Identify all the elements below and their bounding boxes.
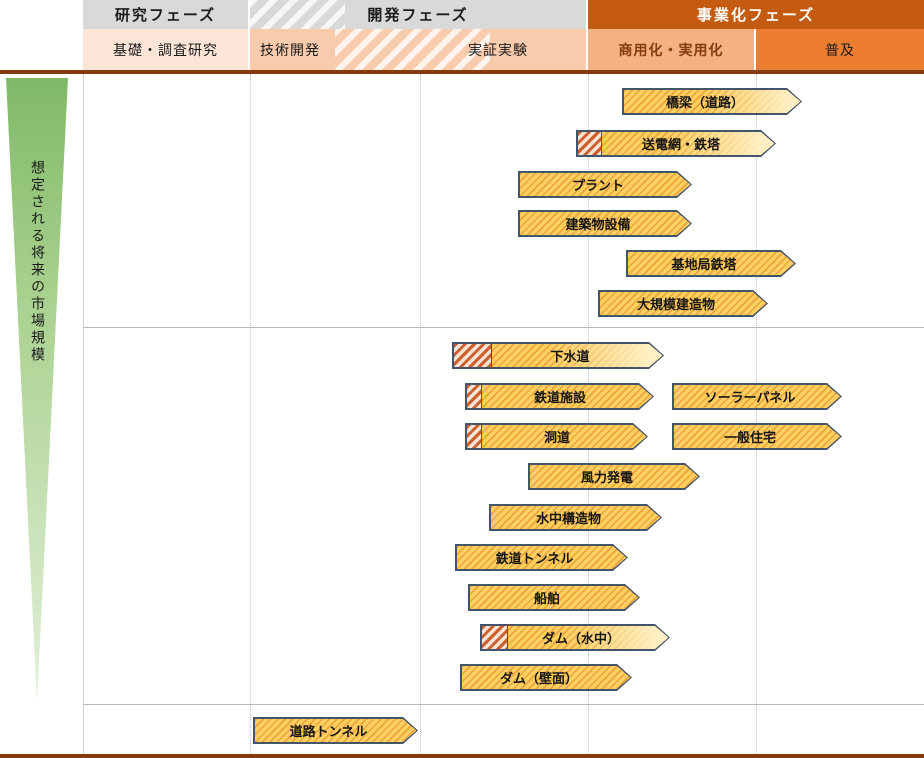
bar-dam-wall: ダム（壁面） [460, 664, 632, 691]
bar-label: 基地局鉄塔 [671, 257, 737, 272]
market-size-axis: 想定される将来の市場規模 [0, 74, 83, 754]
bar-bridge-road: 橋梁（道路） [622, 88, 802, 115]
grid-vline-4 [756, 74, 757, 754]
bar-railway-tunnel: 鉄道トンネル [455, 544, 628, 571]
bar-fade-overlay [578, 132, 775, 156]
bar-body: 水中構造物 [491, 506, 661, 530]
bar-label: 一般住宅 [723, 430, 776, 445]
bar-house: 一般住宅 [672, 423, 842, 450]
bar-power-grid-tower: 送電網・鉄塔 [576, 130, 776, 157]
bar-body: 鉄道トンネル [457, 546, 627, 570]
subheader-demonstration-label: 実証実験 [468, 41, 528, 58]
bar-body: 基地局鉄塔 [628, 252, 795, 276]
bar-base-station-tower: 基地局鉄塔 [626, 250, 796, 277]
bar-label: 船舶 [533, 591, 560, 606]
bar-body: ダム（水中） [482, 626, 669, 650]
bar-label: ソーラーパネル [704, 390, 796, 405]
bar-label: 洞道 [543, 430, 570, 445]
bar-body: 建築物設備 [520, 212, 691, 236]
bar-body: 鉄道施設 [467, 385, 653, 409]
subheader-tech-dev-label: 技術開発 [260, 41, 320, 58]
bar-label: ダム（水中） [541, 631, 620, 646]
subheader-diffusion: 普及 [756, 29, 924, 70]
header-research-phase-label: 研究フェーズ [114, 7, 217, 24]
bar-body: 橋梁（道路） [624, 90, 801, 114]
bar-dam-underwater: ダム（水中） [480, 624, 670, 651]
bar-body: 船舶 [470, 586, 639, 610]
bar-solar-panel: ソーラーパネル [672, 383, 842, 410]
header-development-phase-label: 開発フェーズ [367, 7, 469, 24]
bar-underwater-structure: 水中構造物 [489, 504, 662, 531]
bar-body: 下水道 [454, 344, 663, 368]
bar-body: 大規模建造物 [600, 292, 767, 316]
subheader-diffusion-label: 普及 [825, 41, 855, 58]
bar-label: 送電網・鉄塔 [641, 137, 720, 152]
bar-body: 風力発電 [530, 465, 699, 489]
bar-fade-overlay [624, 90, 801, 114]
subheader-practical-use-label: 商用化・実用化 [618, 41, 724, 58]
bar-label: 鉄道施設 [533, 390, 586, 405]
market-size-axis-label: 想定される将来の市場規模 [30, 160, 46, 364]
grid-hline-1 [83, 327, 924, 328]
bar-plant: プラント [518, 171, 692, 198]
bar-body: プラント [520, 173, 691, 197]
subheader-practical-use: 商用化・実用化 [588, 29, 756, 70]
header-divider-line [0, 70, 924, 74]
bar-label: プラント [571, 178, 624, 193]
bar-fade-overlay [482, 626, 669, 650]
bar-body: ソーラーパネル [674, 385, 841, 409]
bar-wind-power: 風力発電 [528, 463, 700, 490]
bar-lead-hatch [467, 385, 482, 409]
bottom-border-line [0, 754, 924, 758]
grid-vline-2 [420, 74, 421, 754]
bar-label: 建築物設備 [565, 217, 631, 232]
subheader-basic-research-label: 基礎・調査研究 [113, 41, 218, 58]
bar-label: 道路トンネル [289, 724, 368, 739]
header-research-phase: 研究フェーズ [83, 0, 250, 29]
bar-body: 道路トンネル [255, 719, 417, 743]
grid-vline-axis [83, 74, 84, 754]
grid-vline-1 [250, 74, 251, 754]
bar-building-equipment: 建築物設備 [518, 210, 692, 237]
bar-sewer: 下水道 [452, 342, 664, 369]
bar-lead-hatch [467, 425, 482, 449]
subheader-basic-research: 基礎・調査研究 [83, 29, 250, 70]
bar-body: 一般住宅 [674, 425, 841, 449]
bar-label: 下水道 [550, 349, 590, 364]
bar-ship: 船舶 [468, 584, 640, 611]
bar-body: 洞道 [467, 425, 647, 449]
grid-vline-3 [588, 74, 589, 754]
bar-tunnel-culvert: 洞道 [465, 423, 648, 450]
bar-large-structure: 大規模建造物 [598, 290, 768, 317]
bar-label: 水中構造物 [535, 511, 601, 526]
bar-label: 橋梁（道路） [665, 95, 744, 110]
header-commercialization-phase-label: 事業化フェーズ [696, 7, 816, 24]
bar-label: 風力発電 [580, 470, 633, 485]
bar-label: 鉄道トンネル [495, 551, 574, 566]
bar-road-tunnel: 道路トンネル [253, 717, 418, 744]
bar-label: ダム（壁面） [499, 671, 578, 686]
bar-body: 送電網・鉄塔 [578, 132, 775, 156]
bar-fade-overlay [454, 344, 663, 368]
bar-body: ダム（壁面） [462, 666, 631, 690]
bar-railway-facility: 鉄道施設 [465, 383, 654, 410]
grid-hline-2 [83, 704, 924, 705]
bar-label: 大規模建造物 [636, 297, 715, 312]
header-commercialization-phase: 事業化フェーズ [588, 0, 924, 29]
